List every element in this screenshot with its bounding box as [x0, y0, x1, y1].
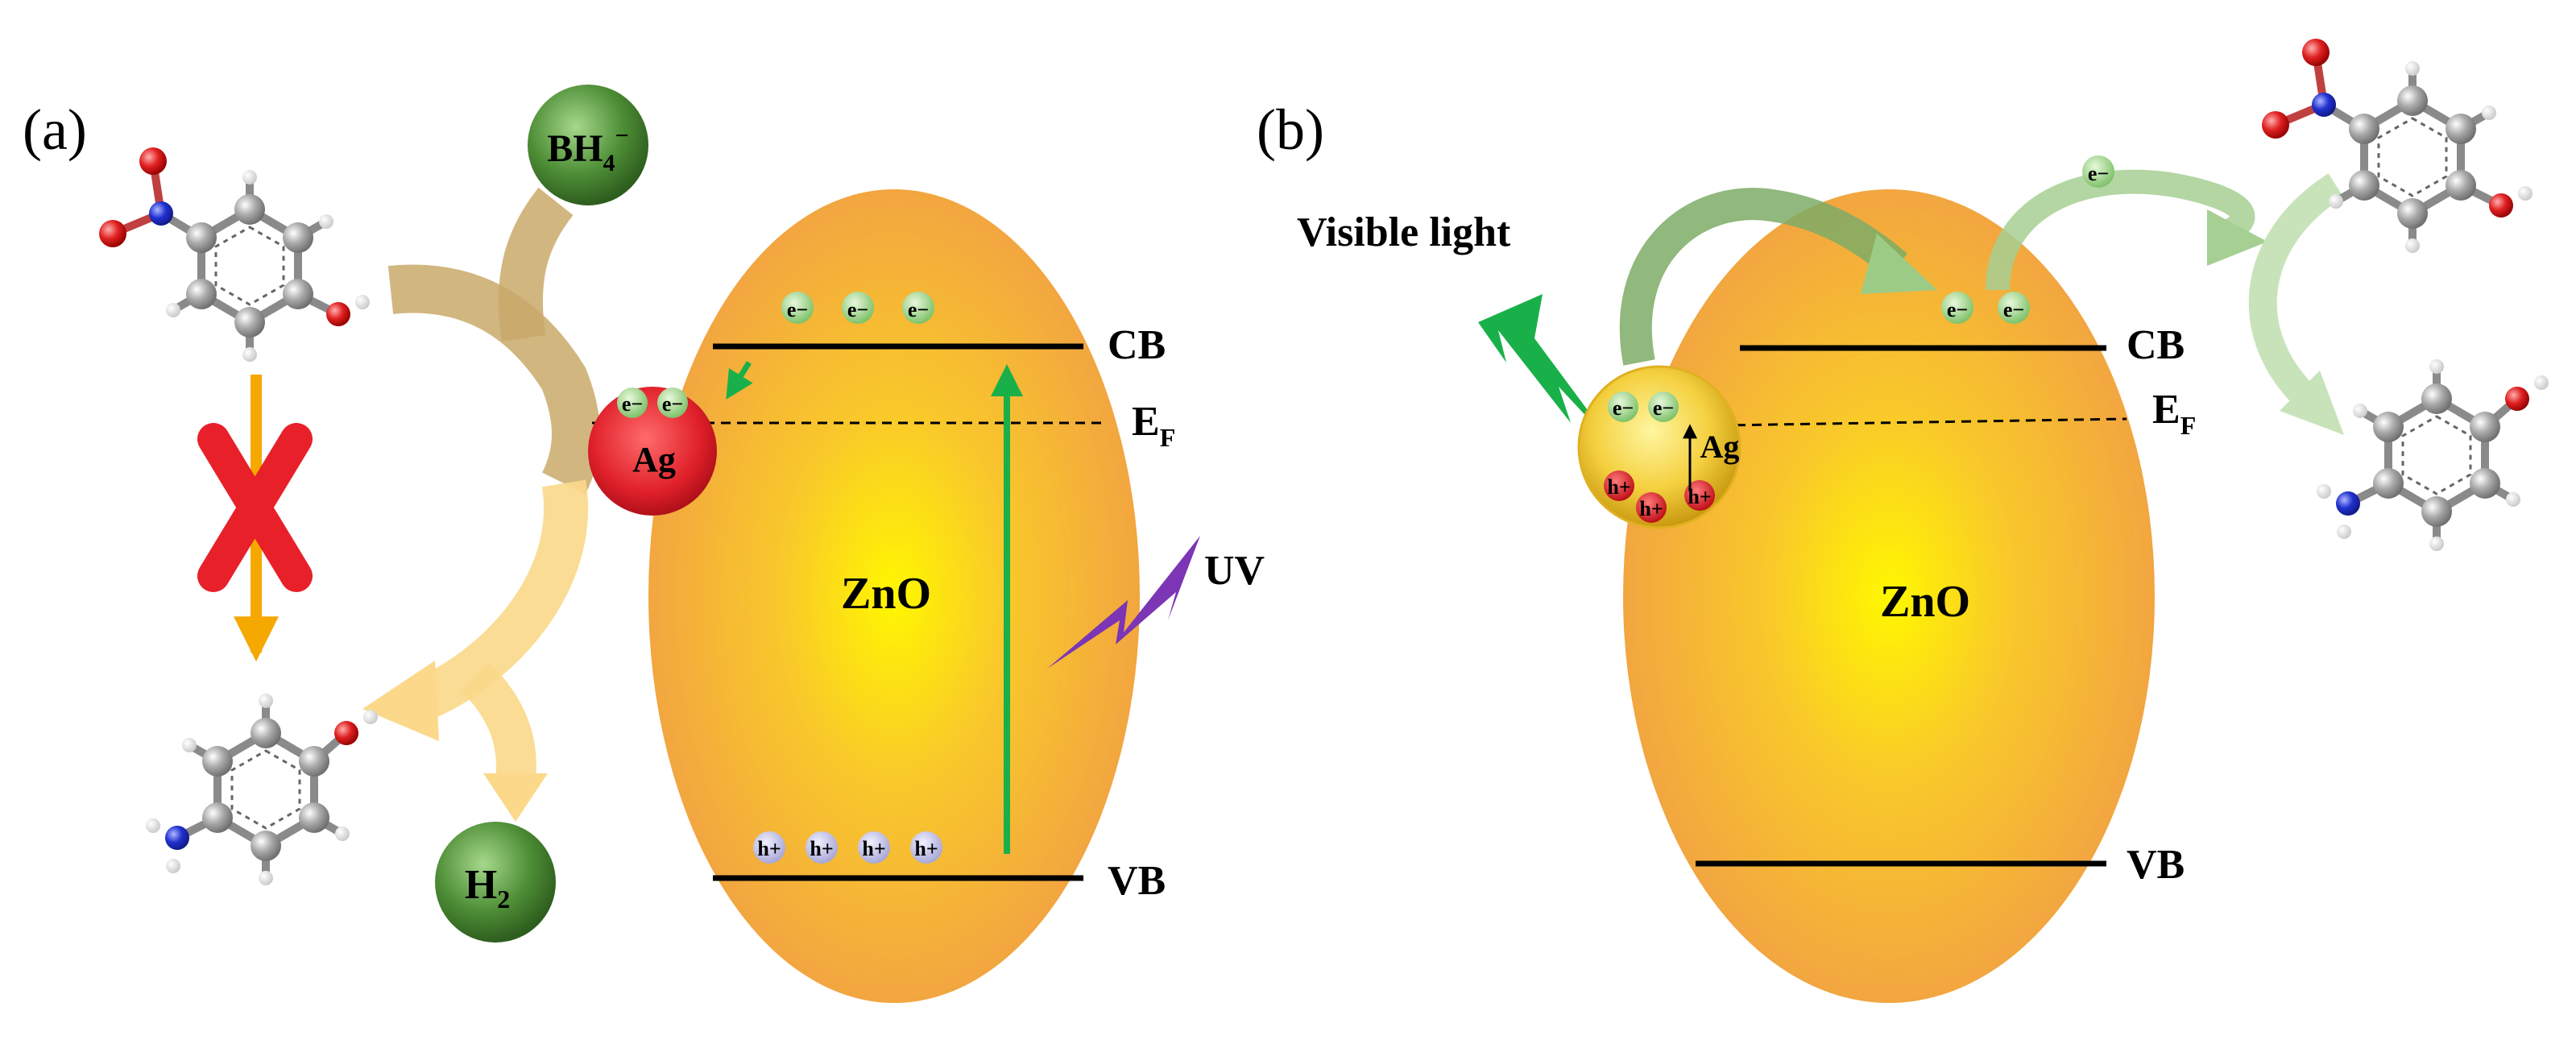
svg-text:h+: h+	[1639, 497, 1663, 520]
catalyst-to-product-arrow	[410, 479, 589, 722]
borohydride-ball	[528, 85, 648, 205]
hole-particle: h+	[1636, 492, 1667, 523]
hole-particle: h+	[806, 831, 838, 864]
cb-to-molecule-transfer-arrow	[1986, 169, 2255, 291]
svg-text:e−: e−	[2088, 162, 2109, 185]
ag-holes: h+ h+ h+	[1604, 470, 1715, 523]
aminophenol-molecule	[2317, 359, 2549, 551]
electron-particle: e−	[617, 387, 648, 418]
ag-electrons: e− e−	[617, 387, 688, 418]
svg-text:e−: e−	[1653, 396, 1674, 420]
svg-text:e−: e−	[622, 392, 643, 416]
svg-text:e−: e−	[662, 392, 683, 416]
uv-label: UV	[1204, 548, 1265, 594]
cb-electrons: e− e−	[1941, 292, 2030, 324]
fermi-label: EF	[2152, 387, 2196, 440]
electron-particle: e−	[842, 292, 874, 324]
svg-text:h+: h+	[1688, 485, 1711, 508]
hydrogen-label: H2	[465, 862, 510, 914]
zno-label: ZnO	[1880, 577, 1970, 627]
svg-text:h+: h+	[914, 837, 938, 860]
electron-particle: e−	[657, 387, 688, 418]
product-arrowhead	[362, 661, 439, 741]
ag-label: Ag	[632, 440, 676, 479]
borohydride-arrow	[498, 187, 574, 342]
nitro-to-amine-arrowhead	[2280, 371, 2344, 435]
blocked-cross-icon	[197, 423, 313, 592]
cb-to-molecule-arrowhead	[2207, 209, 2267, 266]
ag-nanoparticle	[588, 387, 717, 516]
svg-text:h+: h+	[757, 837, 781, 860]
electron-particle: e−	[1648, 392, 1679, 422]
electron-particle: e−	[902, 292, 934, 324]
svg-text:e−: e−	[787, 298, 808, 321]
svg-text:e−: e−	[1613, 396, 1634, 420]
reactant-to-catalyst-arrow	[387, 264, 600, 495]
electron-particle: e−	[1998, 292, 2030, 324]
nitro-to-amine-arrow	[2248, 173, 2344, 414]
nitrophenol-molecule	[99, 147, 370, 362]
hole-particle: h+	[910, 831, 942, 864]
hole-particle: h+	[1684, 480, 1715, 511]
panel-b: (b) ZnO CB VB EF e− e− e− Visible light	[1257, 39, 2549, 1003]
aminophenol-molecule	[146, 694, 378, 885]
svg-text:h+: h+	[1607, 475, 1630, 499]
fermi-label: EF	[1132, 399, 1175, 452]
hole-particle: h+	[1604, 470, 1634, 501]
panel-b-label: (b)	[1257, 97, 1324, 162]
svg-text:e−: e−	[908, 298, 929, 321]
svg-text:h+: h+	[862, 837, 885, 860]
panel-a-label: (a)	[23, 97, 87, 162]
ag-to-cb-transfer-arrow	[1619, 188, 1908, 366]
electron-particle: e−	[781, 292, 814, 324]
hole-particle: h+	[753, 831, 785, 864]
cb-electrons: e− e− e−	[781, 292, 934, 324]
vb-holes: h+ h+ h+ h+	[753, 831, 942, 864]
svg-text:h+: h+	[810, 837, 833, 860]
zno-particle	[1623, 189, 2155, 1003]
hydrogen-ball	[435, 822, 556, 943]
zno-label: ZnO	[841, 569, 931, 619]
panel-a: (a) BH4− H2 ZnO CB VB EF	[23, 85, 1265, 1003]
svg-text:e−: e−	[2003, 298, 2024, 321]
electron-particle: e−	[1941, 292, 1973, 324]
electron-particle: e−	[2082, 155, 2114, 188]
hydrogen-release-arrow	[461, 662, 536, 784]
electron-transfer-arrow	[726, 361, 753, 400]
svg-text:e−: e−	[1947, 298, 1968, 321]
hole-particle: h+	[858, 831, 890, 864]
vb-label: VB	[1108, 858, 1166, 904]
electron-particle: e−	[1608, 392, 1638, 422]
ag-to-cb-arrowhead	[1861, 234, 1937, 294]
visible-light-label: Visible light	[1297, 209, 1511, 255]
visible-light-lightning-icon	[1478, 294, 1615, 447]
vb-label: VB	[2127, 842, 2185, 888]
hydrogen-arrowhead	[483, 773, 548, 822]
cb-label: CB	[2127, 322, 2185, 368]
ag-electrons: e− e−	[1608, 392, 1679, 422]
ag-label: Ag	[1700, 429, 1740, 465]
borohydride-label: BH4−	[547, 122, 628, 176]
svg-text:e−: e−	[847, 298, 868, 321]
cb-label: CB	[1108, 322, 1166, 368]
